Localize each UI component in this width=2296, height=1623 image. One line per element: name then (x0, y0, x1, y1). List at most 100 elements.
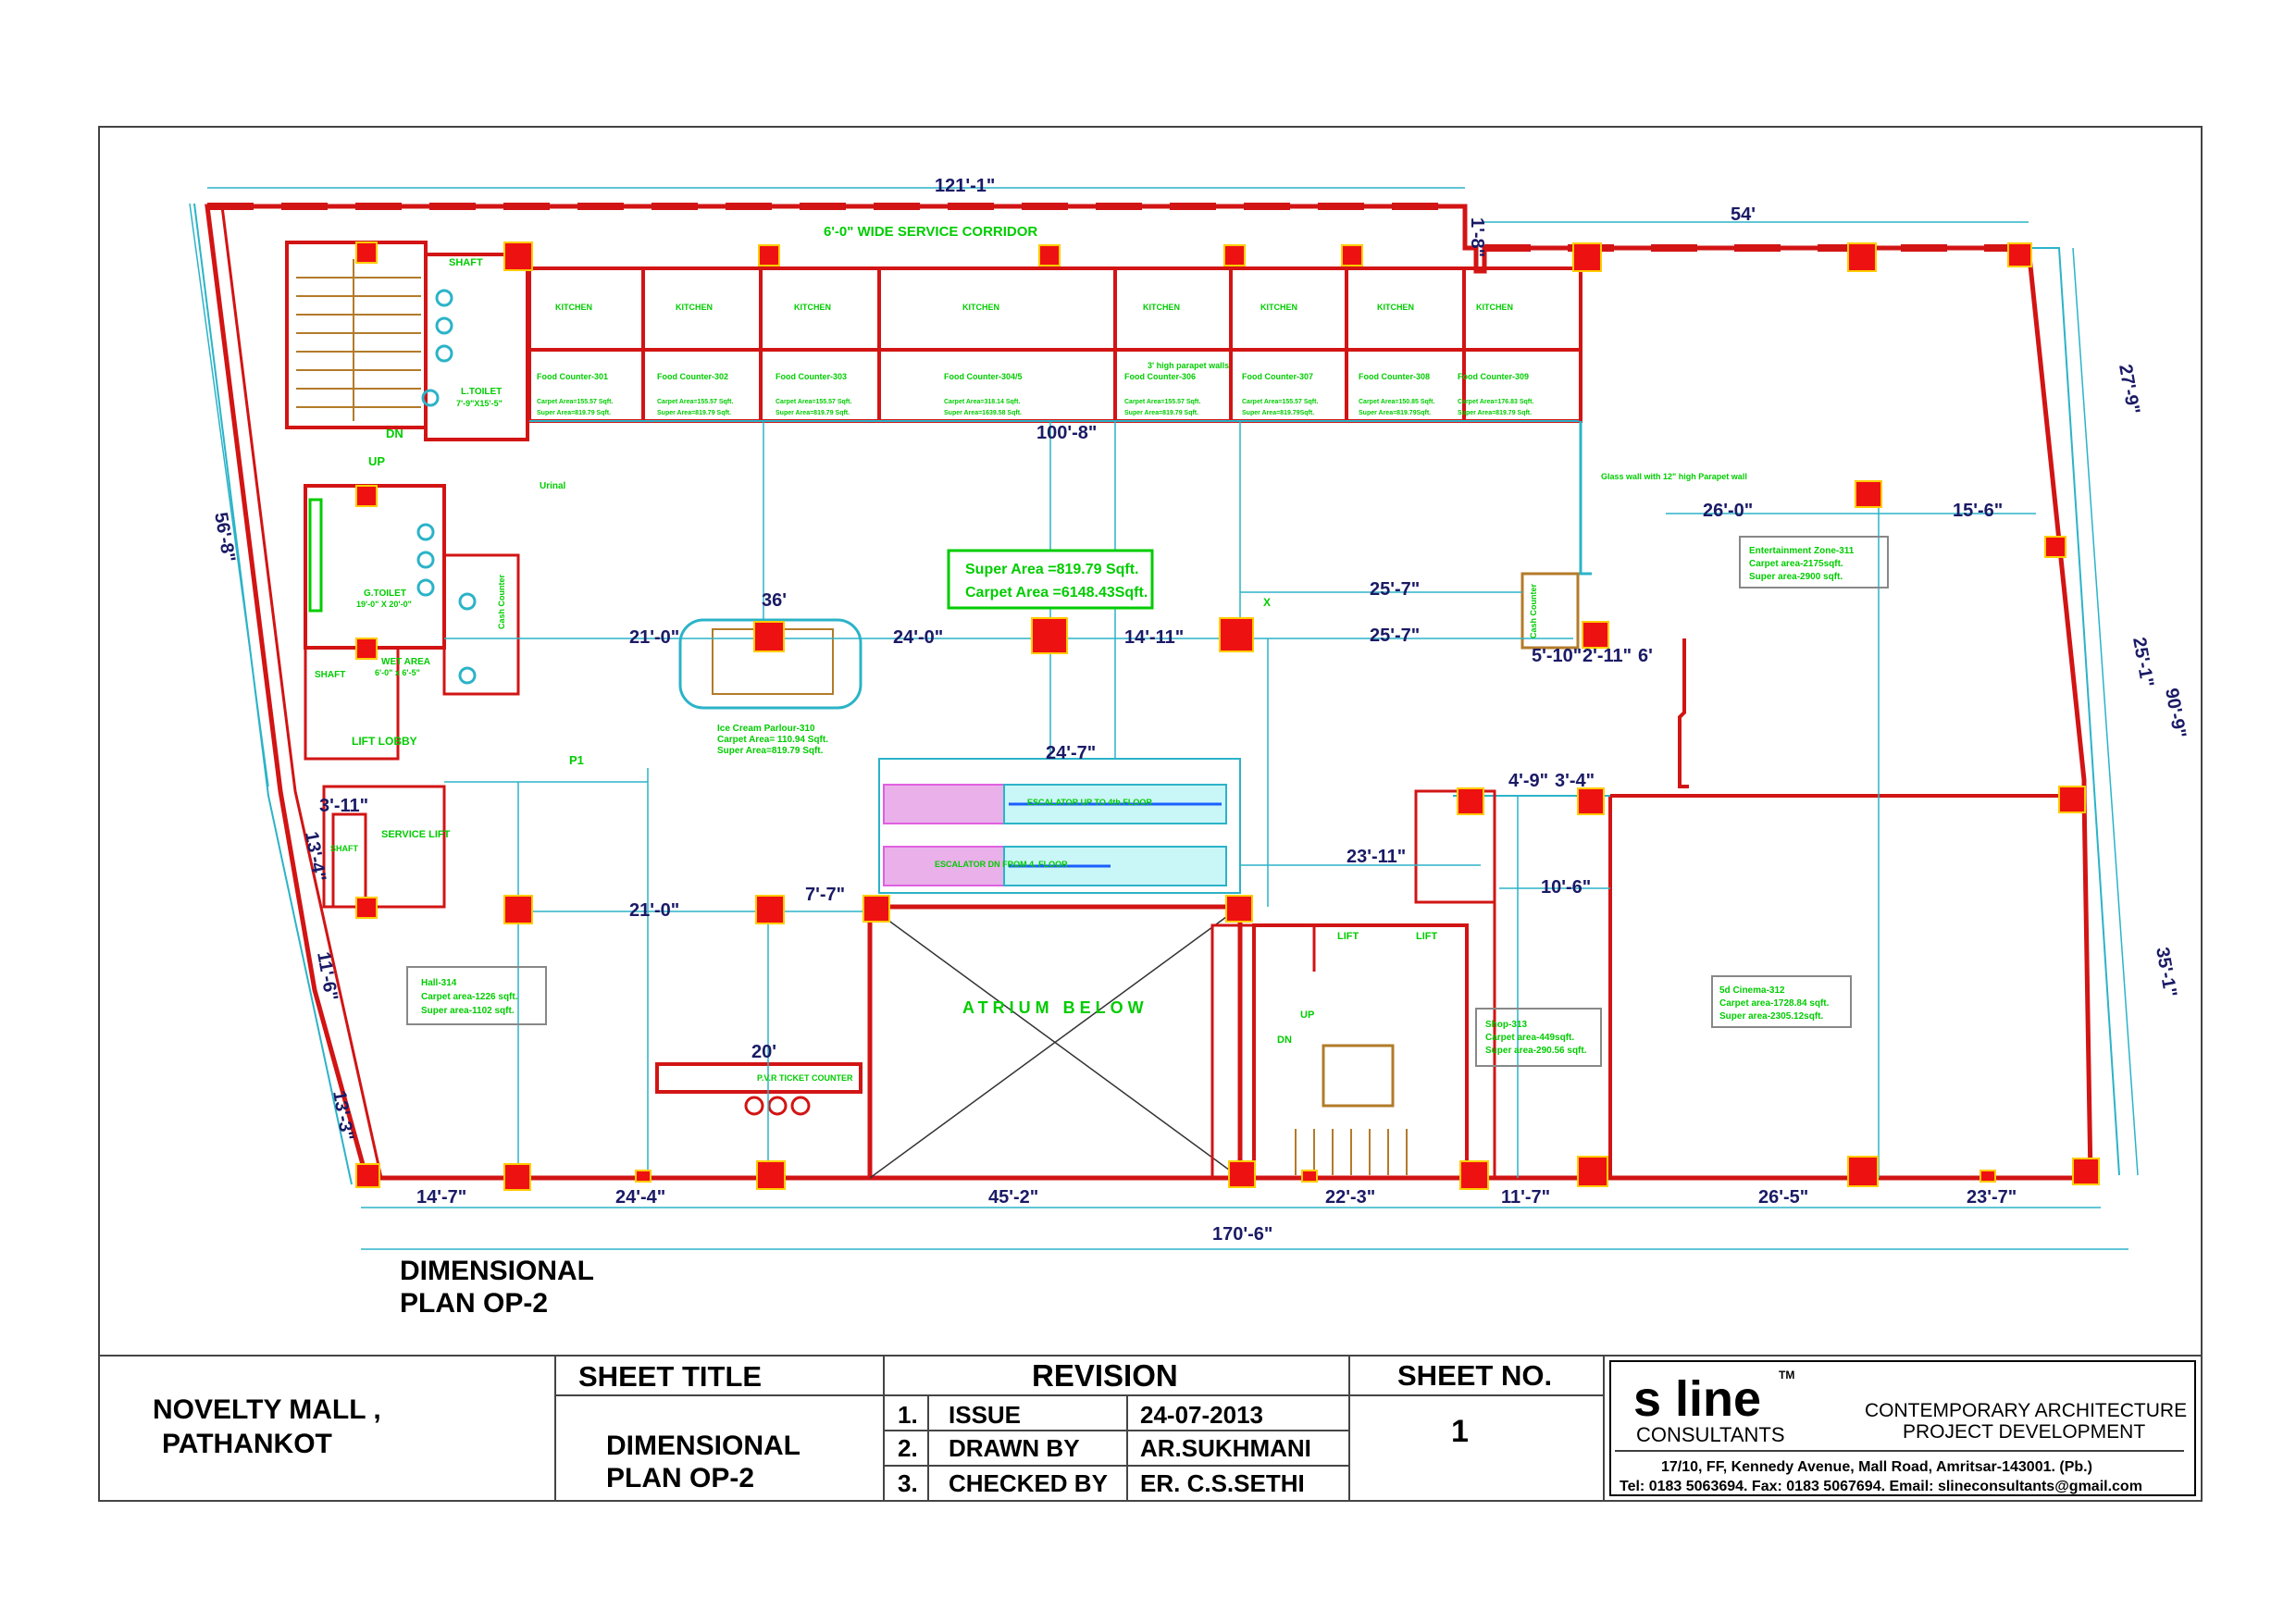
sheet-no: 1 (1451, 1414, 1469, 1449)
title-block (99, 1355, 2203, 1502)
food-counter-name: Food Counter-303 (776, 372, 847, 381)
right-offset-wall (2029, 247, 2120, 1176)
inner-left-wall (220, 205, 383, 1179)
sheet-title-line1: DIMENSIONAL (606, 1431, 800, 1461)
column (758, 244, 780, 266)
bottom-dim-label: 45'-2" (988, 1187, 1038, 1208)
food-counter-name: Food Counter-308 (1359, 372, 1430, 381)
food-counter-name: Food Counter-309 (1458, 372, 1529, 381)
dn-label-2: DN (1277, 1035, 1292, 1046)
service-lift-label: SERVICE LIFT (381, 829, 451, 840)
revision-row-value: AR.SUKHMANI (1140, 1434, 1311, 1462)
food-counter-super: Super Area=819.79 Sqft. (657, 410, 731, 416)
counter-dividers (641, 268, 1466, 421)
escalator-down-pink (883, 846, 1005, 886)
entertainment-bottom-wall (1678, 638, 1689, 788)
structural-columns (355, 242, 2100, 1191)
dim-left-d: 3'-11" (319, 796, 368, 816)
dn-label: DN (386, 427, 403, 440)
dim-20: 20' (751, 1042, 776, 1062)
revision-row-no: 2. (898, 1434, 918, 1462)
column (756, 1160, 786, 1190)
column (1572, 242, 1602, 272)
revision-row-no: 1. (898, 1401, 918, 1429)
escalator-up-pink (883, 784, 1005, 824)
stool-1 (744, 1096, 764, 1116)
revision-row-label: CHECKED BY (949, 1469, 1108, 1497)
logo-text: s line (1633, 1371, 1761, 1427)
column (2044, 536, 2066, 558)
food-counter-name: Food Counter-306 (1124, 372, 1196, 381)
column (753, 621, 785, 652)
escalator-down-label: ESCALATOR DN FROM 4. FLOOR (935, 860, 1068, 869)
gtoilet-size: 19'-0" X 20'-0" (356, 600, 412, 609)
outer-wall (205, 204, 2093, 1181)
glass-wall (1579, 421, 1592, 576)
escalator-enclosure (878, 758, 1241, 894)
dim-top-right: 54' (1731, 204, 1756, 225)
service-lift-block (322, 785, 446, 909)
shop-info-box (1475, 1008, 1602, 1067)
column (1582, 621, 1609, 649)
cinema-name: 5d Cinema-312 (1719, 985, 1785, 996)
revision-row-label: DRAWN BY (949, 1434, 1080, 1462)
sheet-title-header: SHEET TITLE (578, 1360, 762, 1393)
food-counter-carpet: Carpet Area=155.57 Sqft. (657, 399, 733, 405)
sheet-no-header: SHEET NO. (1397, 1359, 1552, 1392)
dim-49: 4'-9" (1508, 771, 1548, 791)
food-counter-carpet: Carpet Area=318.14 Sqft. (944, 399, 1020, 405)
contact: Tel: 0183 5063694. Fax: 0183 5067694. Em… (1620, 1479, 2142, 1494)
stair-landing (1322, 1044, 1395, 1108)
column (503, 1163, 531, 1191)
shop-name: Shop-313 (1485, 1020, 1527, 1030)
dim-21: 21'-0" (629, 627, 679, 648)
hall-info-box (406, 966, 547, 1025)
lift-lobby-label: LIFT LOBBY (352, 735, 417, 748)
kitchen-label: KITCHEN (1377, 303, 1414, 312)
hall-super: Super area-1102 sqft. (421, 1006, 515, 1016)
cash-counter-label-2: Cash Counter (497, 574, 506, 629)
kitchen-label: KITCHEN (1143, 303, 1180, 312)
food-counter-carpet: Carpet Area=155.57 Sqft. (1242, 399, 1318, 405)
dim-72: 7'-7" (805, 885, 845, 905)
kitchen-label: KITCHEN (1260, 303, 1297, 312)
stair-treads (296, 259, 421, 421)
lift-core (1252, 923, 1469, 1180)
dim-36: 36' (762, 590, 787, 611)
cinema-info-box (1711, 975, 1852, 1028)
food-counter-super: Super Area=819.79Sqft. (1359, 410, 1431, 416)
food-counter-name: Food Counter-301 (537, 372, 608, 381)
dim-2572a: 25'-7" (1370, 579, 1420, 600)
up-label-2: UP (1300, 1010, 1314, 1021)
dim-right-mid: 25'-1" (2128, 636, 2157, 688)
duct-core (1210, 923, 1256, 1180)
wet-area-label: WET AREA (381, 657, 430, 667)
column (2072, 1158, 2100, 1185)
food-counter-name: Food Counter-302 (657, 372, 728, 381)
up-label: UP (368, 454, 385, 468)
dim-2572b: 25'-7" (1370, 626, 1420, 646)
column (503, 242, 533, 271)
bottom-dimension-labels: 14'-7"24'-4"45'-2"22'-3"11'-7"26'-5"23'-… (416, 1187, 2017, 1208)
ladies-toilet-block (424, 253, 529, 441)
column (1031, 617, 1068, 654)
column (1459, 1160, 1489, 1190)
ice-cream-carpet: Carpet Area= 110.94 Sqft. (717, 735, 828, 745)
tagline-2: PROJECT DEVELOPMENT (1903, 1421, 2145, 1443)
column (2058, 786, 2086, 813)
summary-super: Super Area =819.79 Sqft. (965, 562, 1139, 577)
entertainment-info-box (1739, 536, 1889, 588)
bottom-dim-label: 24'-4" (615, 1187, 665, 1208)
column (1219, 617, 1254, 652)
atrium-cross-2 (869, 906, 1241, 1179)
cash-counter-block (442, 553, 520, 696)
dim-24: 24'-0" (893, 627, 943, 648)
cash-counter-label: Cash Counter (1529, 583, 1538, 638)
bottom-dim-label: 23'-7" (1967, 1187, 2017, 1208)
grid-lines (444, 421, 2036, 1178)
p1-label: P1 (569, 753, 584, 767)
